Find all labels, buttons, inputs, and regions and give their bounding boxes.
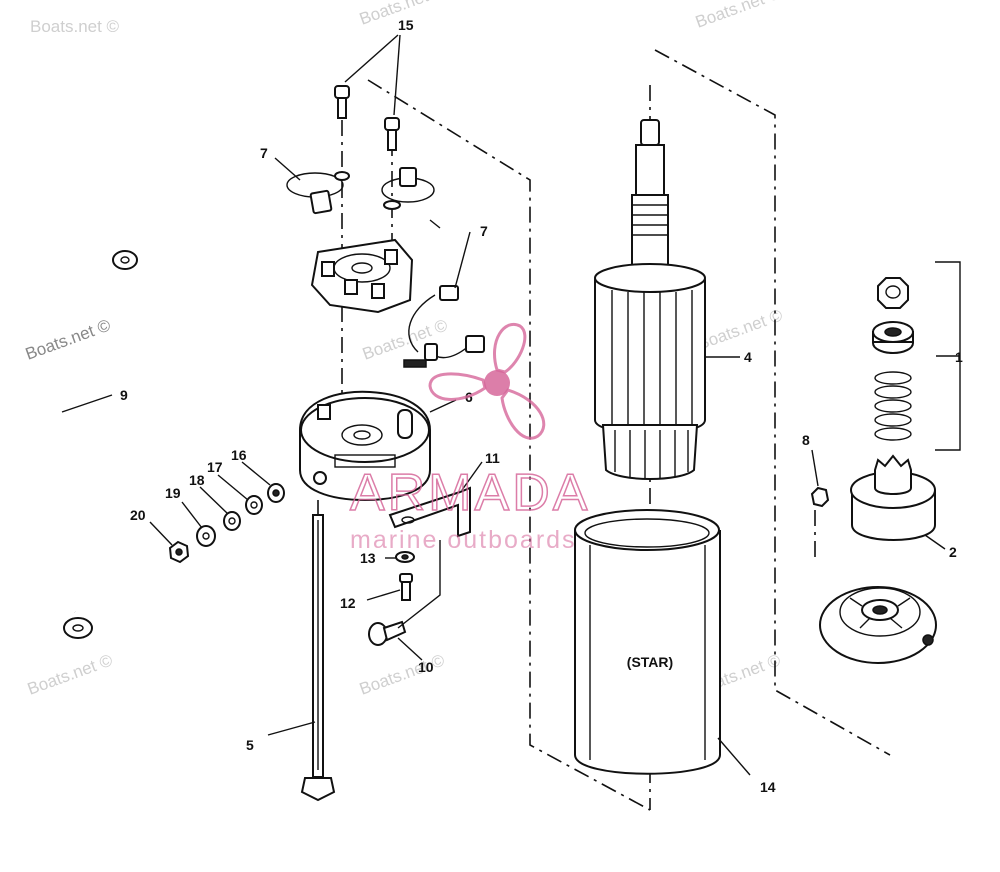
brush-spring-left: [286, 171, 350, 215]
callout-2: 2: [949, 544, 957, 560]
callout-20: 20: [130, 507, 146, 523]
watermark-text: Boats.net ©: [30, 17, 120, 36]
hardware-stack: [168, 483, 285, 564]
housing-label: (STAR): [627, 654, 673, 670]
brush-spring-right: [381, 167, 435, 210]
callout-19: 19: [165, 485, 181, 501]
nut-8: [810, 486, 830, 508]
callout-9: 9: [120, 387, 128, 403]
propeller-logo-icon: [428, 322, 546, 440]
watermark-text: Boats.net ©: [357, 650, 448, 698]
callout-1: 1: [955, 349, 963, 365]
callout-16: 16: [231, 447, 247, 463]
washer-13: [395, 551, 415, 563]
mounting-bracket: [388, 486, 471, 538]
brush-holder-plate: [310, 238, 414, 314]
through-bolt-5: [300, 514, 336, 802]
callout-18: 18: [189, 472, 205, 488]
nut-19: [196, 525, 216, 547]
commutator-end-cap: [299, 390, 431, 502]
watermark-text: Boats.net ©: [693, 0, 784, 32]
starter-cable: [55, 250, 138, 639]
through-screw-15b: [384, 117, 400, 151]
drive-nut: [877, 277, 909, 309]
armada-logo: ARMADA marine outboards: [349, 322, 590, 554]
watermark-text: Boats.net ©: [23, 315, 114, 363]
callout-12: 12: [340, 595, 356, 611]
washer-17: [245, 495, 263, 515]
callout-7: 7: [260, 145, 268, 161]
callout-8: 8: [802, 432, 810, 448]
drive-end-cap: [819, 586, 937, 664]
screw-12: [399, 573, 413, 601]
bolt-10: [368, 620, 407, 646]
callout-14: 14: [760, 779, 776, 795]
through-screw-15a: [334, 85, 350, 119]
callout-13: 13: [360, 550, 376, 566]
leader-lines: [61, 34, 946, 776]
watermark-brand: ARMADA: [350, 464, 590, 522]
watermark-text: Boats.net ©: [695, 305, 786, 353]
armature: [594, 119, 706, 480]
brush-lead-wire: [403, 285, 485, 368]
drive-spring: [874, 371, 912, 441]
washer-18: [223, 511, 241, 531]
callout-4: 4: [744, 349, 752, 365]
starter-housing: (STAR): [574, 509, 721, 775]
watermark-text: Boats.net ©: [25, 650, 116, 698]
drive-spacer: [872, 321, 914, 354]
callout-15: 15: [398, 17, 414, 33]
callout-7: 7: [480, 223, 488, 239]
callout-labels: 15 7 7 9 6 4 1 8 2 11 16 17 18 19 20 13 …: [120, 17, 963, 795]
callout-10: 10: [418, 659, 434, 675]
drive-pinion: [850, 454, 936, 541]
callout-5: 5: [246, 737, 254, 753]
callout-11: 11: [485, 450, 500, 466]
callout-17: 17: [207, 459, 223, 475]
watermark-tagline: marine outboards: [350, 526, 577, 554]
